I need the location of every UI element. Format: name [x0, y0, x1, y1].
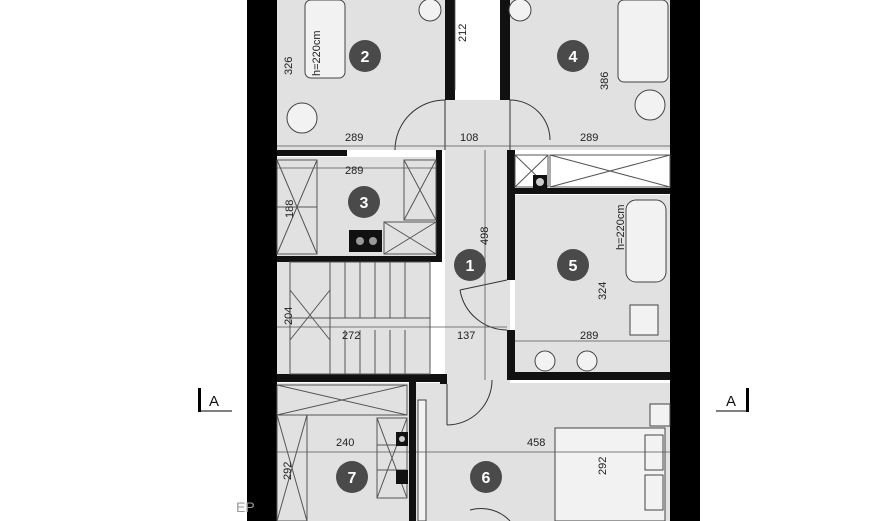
room-badge-7: 7 [348, 470, 357, 487]
wardrobe-room7-top [276, 384, 408, 416]
watermark: EP [236, 499, 255, 515]
room-badge-6: 6 [482, 470, 491, 487]
room-badge-3: 3 [360, 195, 369, 212]
dim-188: 188 [284, 200, 296, 218]
dim-204: 204 [283, 307, 295, 325]
cabinet-room4-small [514, 154, 549, 188]
dim-386: 386 [599, 72, 611, 90]
dimension-labels: 326 212 386 289 108 289 289 188 498 324 … [282, 24, 627, 480]
wall-room5-left [507, 150, 515, 280]
wall-lower-door [440, 374, 447, 384]
section-marker-right-bar [746, 388, 749, 412]
sink-room5-b [576, 350, 598, 372]
room-badge-4: 4 [569, 49, 578, 66]
nightstand-room6 [649, 403, 671, 427]
dim-458: 458 [527, 437, 545, 449]
wardrobe-room7-left [276, 414, 308, 521]
wall-room2-corridor [445, 0, 455, 100]
sink-room2 [418, 0, 442, 22]
wall-room3-bottom [277, 256, 442, 262]
cabinets [276, 154, 671, 521]
wall-stair-bottom [277, 374, 447, 382]
room-badge-2: 2 [361, 49, 370, 66]
door-room5 [459, 279, 508, 331]
wardrobe-room7-right [376, 417, 408, 499]
staircase [289, 261, 431, 375]
appliances [349, 175, 547, 484]
appliance-room7-b [396, 470, 408, 484]
section-marker-left: A [209, 393, 219, 410]
fixtures [286, 0, 671, 521]
ceiling-height-room2: h=220cm [311, 30, 323, 76]
dim-292-left: 292 [282, 462, 294, 480]
room-badge-1: 1 [466, 258, 475, 275]
west-wall [247, 0, 277, 521]
door-room4 [509, 99, 551, 150]
ceiling-height-room5: h=220cm [615, 204, 627, 250]
wall-room7-right [409, 382, 416, 521]
wall-room4-bottom [510, 188, 670, 194]
dimension-lines [277, 0, 670, 453]
door-room6 [446, 379, 493, 426]
dim-289-room3: 289 [345, 165, 363, 177]
room-badge-5: 5 [569, 258, 578, 275]
section-markers: A A [198, 388, 749, 412]
cabinet-room3-right [403, 159, 437, 221]
wall-room3-right [436, 150, 442, 260]
dim-108: 108 [460, 132, 478, 144]
sink-room4 [508, 0, 532, 22]
interior-walls [277, 0, 670, 521]
wall-room5-bottom [507, 372, 670, 380]
dim-289-left: 289 [345, 132, 363, 144]
wall-room5-left-lower [507, 330, 515, 380]
chair-room2 [286, 102, 318, 134]
dim-137: 137 [457, 330, 475, 342]
dim-289-right: 289 [580, 132, 598, 144]
dim-326: 326 [283, 57, 295, 75]
section-marker-left-bar [198, 388, 201, 412]
radiator-room6 [417, 399, 427, 521]
outer-walls [247, 0, 700, 521]
bathtub-room2 [304, 0, 346, 79]
wall-upper-left [277, 150, 347, 156]
dim-212: 212 [457, 24, 469, 42]
door-room6-lower [469, 508, 511, 521]
cabinet-room3-bottom [383, 221, 437, 255]
dim-292-bed: 292 [597, 457, 609, 475]
dim-240: 240 [336, 437, 354, 449]
dim-272: 272 [342, 330, 360, 342]
doors [394, 99, 551, 521]
dim-498: 498 [479, 227, 491, 245]
dim-289-room5: 289 [580, 330, 598, 342]
chair-room4 [634, 89, 666, 121]
bathtub-room4 [617, 0, 669, 83]
door-room2 [394, 99, 446, 151]
wall-room4-corridor [500, 0, 510, 100]
bathtub-room5 [625, 199, 667, 283]
pillow-room6-a [644, 434, 664, 471]
east-wall [670, 0, 700, 521]
section-marker-right: A [726, 393, 736, 410]
boiler-room3 [349, 230, 382, 252]
pillow-room6-b [644, 474, 664, 511]
cabinet-room4 [549, 154, 671, 188]
sink-room5-a [534, 350, 556, 372]
toilet-room5 [629, 304, 659, 336]
dim-324: 324 [597, 282, 609, 300]
room-badges: 2 4 3 1 5 6 7 [336, 40, 589, 493]
